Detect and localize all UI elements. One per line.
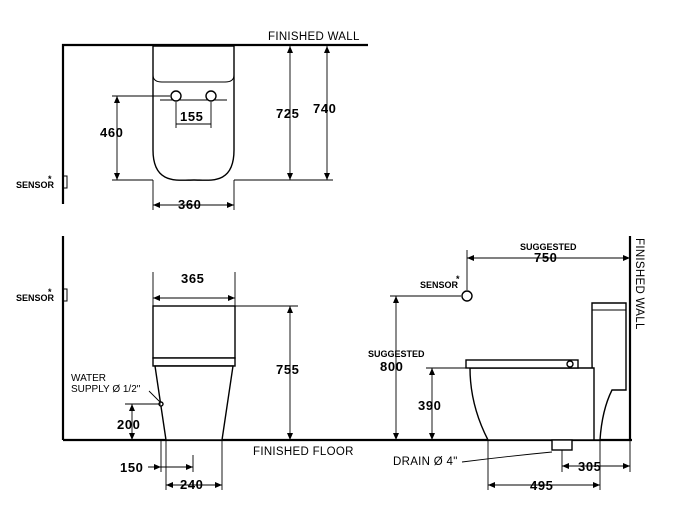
finished-wall-side-label: FINISHED WALL [633,238,645,330]
finished-wall-top-label: FINISHED WALL [268,31,360,43]
dim-460-text: 460 [100,125,124,140]
top-view: FINISHED WALL SENSOR * 460 155 360 [16,31,368,212]
side-view-seat [465,359,579,369]
suggested-800-label: SUGGESTED [368,349,425,359]
dim-755-text: 755 [276,362,300,377]
water-supply-label-1: WATER [71,373,106,384]
dim-155-text: 155 [180,109,204,124]
top-view-tank-lid [152,60,235,83]
sensor-front-label: SENSOR [16,293,55,303]
dim-740-text: 740 [313,101,337,116]
dim-800-text: 800 [380,359,404,374]
dim-725-text: 725 [276,106,300,121]
sensor-front-asterisk: * [48,287,52,297]
dim-390-text: 390 [418,398,442,413]
top-view-bolt-right [205,90,217,102]
water-supply-label-2: SUPPLY Ø 1/2" [71,384,141,395]
dim-495-text: 495 [530,478,554,493]
top-view-toilet-outline [152,45,235,181]
front-view-seat [152,357,236,367]
suggested-750-label: SUGGESTED [520,242,577,252]
dim-750-text: 750 [534,250,558,265]
dim-240-text: 240 [180,477,204,492]
top-view-bolt-left [170,90,182,102]
front-view-bowl [154,365,234,441]
side-view-tank [591,302,627,441]
sensor-side-asterisk: * [456,274,460,284]
dim-360-text: 360 [178,197,202,212]
side-view-sensor [461,290,473,302]
drain-pipe [551,439,573,451]
front-view-sensor-mark [62,288,68,302]
sensor-top-label: SENSOR [16,180,55,190]
dim-305-text: 305 [578,459,602,474]
dim-150-text: 150 [120,460,144,475]
front-view: FINISHED FLOOR SENSOR * WATER SUPPLY Ø 1… [16,236,632,492]
sensor-side-label: SENSOR [420,280,459,290]
dim-200-text: 200 [117,417,141,432]
top-view-wall [61,43,368,204]
side-view: FINISHED WALL SENSOR * DRAIN Ø 4" SUGGES… [368,236,645,493]
sensor-top-asterisk: * [48,174,52,184]
front-view-tank [152,305,236,359]
dim-365-text: 365 [181,271,205,286]
drain-label: DRAIN Ø 4" [393,456,458,468]
side-view-bowl [469,367,595,441]
top-view-sensor-mark [62,175,68,189]
finished-floor-label: FINISHED FLOOR [253,446,354,458]
